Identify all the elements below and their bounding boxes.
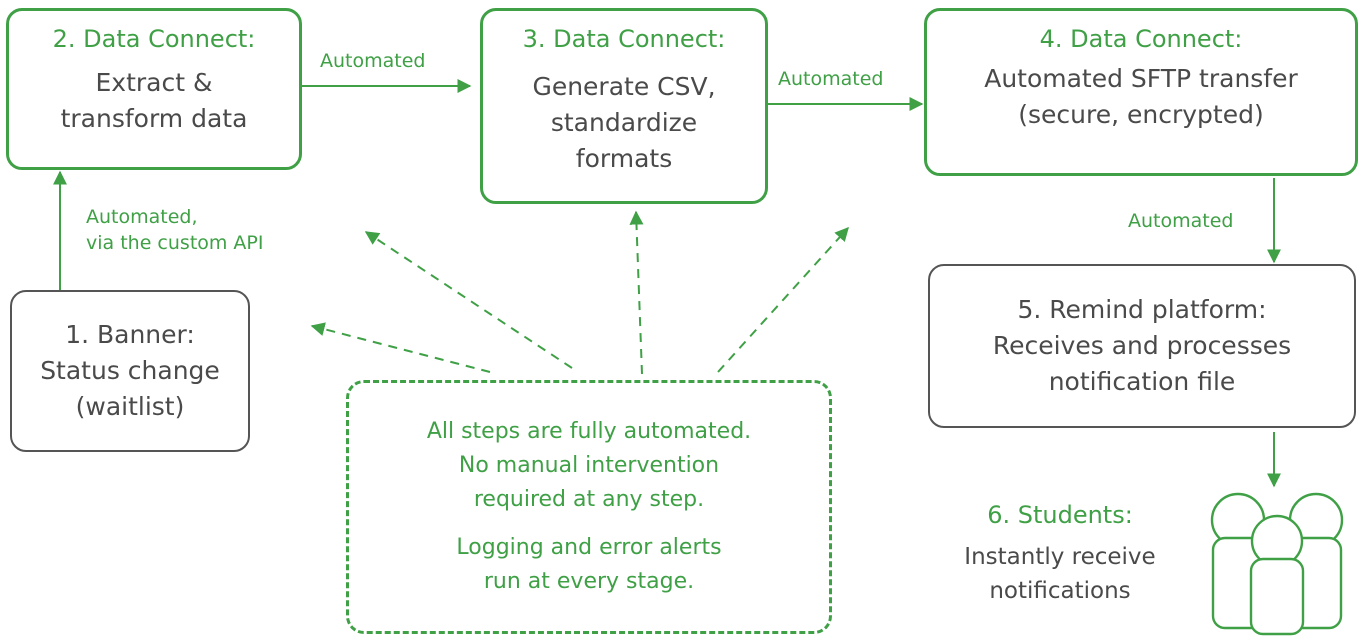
step5-description: 5. Remind platform: Receives and process… — [993, 292, 1291, 400]
step3-description: Generate CSV, standardize formats — [532, 69, 715, 177]
step6-description: Instantly receive notifications — [920, 540, 1200, 608]
edge-label-step1-step2: Automated, via the custom API — [86, 204, 264, 256]
dashed-arrow-note-to-step3 — [629, 210, 644, 375]
note-line-2: No manual intervention — [458, 453, 720, 478]
step2-description: Extract & transform data — [61, 65, 248, 137]
step1-line-3: (waitlist) — [75, 392, 185, 421]
group-of-people-icon — [1210, 492, 1344, 636]
note-line-1: All steps are fully automated. — [426, 419, 752, 444]
edge-label-step1-step2-line-2: via the custom API — [86, 232, 264, 254]
dashed-arrow-note-to-step1 — [310, 322, 491, 373]
dashed-arrow-note-to-step4 — [717, 226, 849, 373]
step6-line-2: notifications — [989, 578, 1131, 604]
note-line-5: run at every stage. — [483, 569, 695, 594]
edge-label-step3-step4: Automated — [778, 68, 884, 90]
step2-line-2: transform data — [60, 104, 248, 133]
automation-note-box: All steps are fully automated. No manual… — [346, 380, 832, 634]
step4-line-1: Automated SFTP transfer — [984, 64, 1298, 93]
step4-box: 4. Data Connect: Automated SFTP transfer… — [924, 8, 1358, 176]
note-line-4: Logging and error alerts — [456, 535, 722, 560]
step3-box: 3. Data Connect: Generate CSV, standardi… — [480, 8, 768, 204]
step6-line-1: Instantly receive — [964, 544, 1156, 570]
step5-line-3: notification file — [1048, 367, 1236, 396]
note-line-3: required at any step. — [473, 487, 705, 512]
step3-line-3: formats — [575, 144, 673, 173]
edge-label-step1-step2-line-1: Automated, — [86, 206, 198, 228]
edge-label-step4-step5: Automated — [1128, 210, 1234, 232]
step3-line-2: standardize — [550, 108, 698, 137]
step2-box: 2. Data Connect: Extract & transform dat… — [6, 8, 302, 170]
note-paragraph-1: All steps are fully automated. No manual… — [427, 415, 751, 517]
edge-label-step2-step3: Automated — [320, 50, 426, 72]
step6-node: 6. Students: Instantly receive notificat… — [920, 498, 1200, 608]
step3-line-1: Generate CSV, — [532, 72, 716, 101]
step3-title: 3. Data Connect: — [522, 25, 726, 53]
step5-line-1: 5. Remind platform: — [1017, 295, 1267, 324]
step4-title: 4. Data Connect: — [1039, 25, 1243, 53]
step4-description: Automated SFTP transfer (secure, encrypt… — [984, 61, 1298, 133]
step1-box: 1. Banner: Status change (waitlist) — [10, 290, 250, 452]
note-paragraph-2: Logging and error alerts run at every st… — [456, 531, 721, 599]
step5-line-2: Receives and processes — [992, 331, 1292, 360]
step6-title: 6. Students: — [987, 501, 1133, 529]
step2-title: 2. Data Connect: — [52, 25, 256, 53]
step4-line-2: (secure, encrypted) — [1018, 100, 1264, 129]
step1-description: 1. Banner: Status change (waitlist) — [40, 317, 220, 425]
step1-line-1: 1. Banner: — [65, 320, 195, 349]
step5-box: 5. Remind platform: Receives and process… — [928, 264, 1356, 428]
step2-line-1: Extract & — [95, 68, 213, 97]
step1-line-2: Status change — [40, 356, 220, 385]
